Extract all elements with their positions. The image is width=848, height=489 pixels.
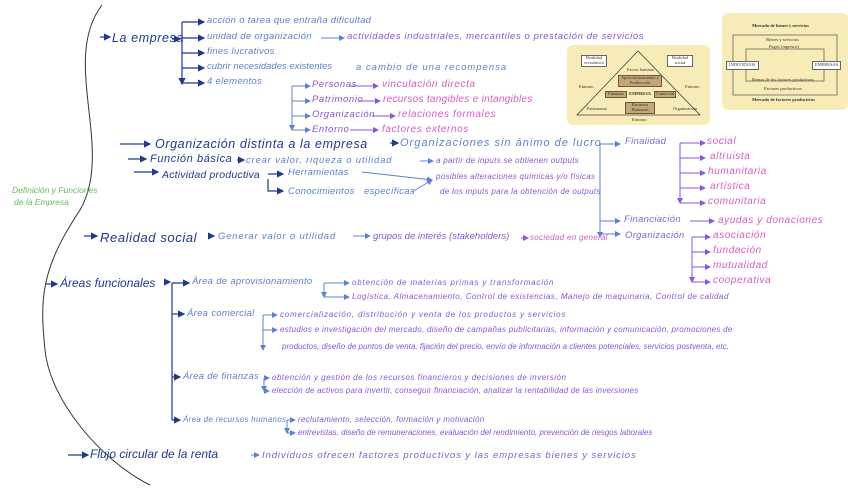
sin-animo-lucro: Organizaciones sin ánimo de lucro — [400, 137, 602, 149]
comercial-box: Comercial — [654, 91, 676, 98]
side-label-line2: de la Empresa — [14, 197, 69, 207]
elemento-personas: Personas — [312, 79, 357, 90]
area-recursos-humanos: Área de recursos humanos — [183, 415, 287, 424]
organizacion-tipo-label: Organización — [625, 230, 685, 241]
finalidad-humanitaria: humanitaria — [708, 166, 767, 177]
node-funcion-basica: Función básica — [150, 153, 233, 165]
finalidad-altruista: altruista — [710, 151, 751, 162]
realidad-economica-box: Realidad económica — [581, 55, 607, 67]
elemento-patrimonio-detail: recursos tangibles e intangibles — [383, 94, 533, 105]
elemento-entorno-detail: factores externos — [382, 124, 469, 135]
organizacion-label: Organización — [673, 106, 698, 111]
inputs-outputs: a partir de inputs se obtienen outputs — [436, 156, 580, 165]
empresa-item-4: cubrir necesidades existentes — [207, 61, 333, 72]
alteraciones-line1: posibles alteraciones químicas y/o físic… — [436, 172, 596, 181]
elemento-patrimonio: Patrimonio — [312, 94, 364, 105]
organizacion-detail: actividades industriales, mercantiles o … — [347, 31, 645, 42]
empresa-pyramid-figure: Realidad económica Realidad social Facto… — [567, 45, 710, 125]
sociedad-general: sociedad en general — [530, 233, 608, 242]
side-label-line1: Definición y Funciones — [12, 185, 98, 195]
rrhh-box: Recursos Humanos — [625, 102, 655, 114]
rrhh-item-1: reclutamiento, selección, formación y mo… — [298, 415, 485, 424]
mercado-factores-label: Mercado de factores productivos — [752, 97, 815, 102]
mercado-bienes-label: Mercado de bienes y servicios — [752, 23, 809, 28]
recompensa-text: a cambio de una recompensa — [356, 62, 508, 73]
node-realidad-social: Realidad social — [100, 230, 198, 245]
area-finanzas: Área de finanzas — [183, 371, 260, 382]
finanzas-box: Finanzas — [605, 91, 627, 98]
empresa-item-3: fines lucrativos — [207, 46, 275, 57]
crear-valor: crear valor, riqueza o utilidad — [246, 155, 393, 166]
factores-label: Factores productivos — [764, 86, 802, 91]
empresa-item-5: 4 elementos — [207, 76, 263, 87]
org-cooperativa: cooperativa — [713, 275, 772, 286]
empresa-item-2: unidad de organización — [207, 31, 312, 42]
elemento-personas-detail: vinculación directa — [382, 79, 476, 90]
elemento-organizacion-detail: relaciones formales — [398, 109, 497, 120]
factor-humano-label: Factor humano — [627, 67, 655, 72]
generar-valor: Generar valor o utilidad — [218, 231, 336, 242]
area-aprovisionamiento: Área de aprovisionamiento — [192, 276, 313, 287]
elemento-organizacion: Organización — [312, 109, 376, 120]
aprov-item-1: obtención de materias primas y transform… — [352, 278, 555, 287]
circular-flow-figure: Mercado de bienes y servicios Bienes y s… — [722, 13, 848, 110]
aprovisionamiento-box: Aprovisionamiento y Producción — [618, 75, 662, 87]
comercial-item-2: estudios e investigación del mercado, di… — [280, 325, 733, 334]
individuos-box: INDIVIDUOS — [726, 61, 759, 70]
empresa-center-label: EMPRESA — [629, 91, 652, 96]
empresas-box: EMPRESAS — [812, 61, 842, 70]
herramientas: Herramientas — [288, 167, 349, 178]
org-asociacion: asociación — [713, 230, 767, 241]
rentas-label: Rentas de los factores productivos — [752, 77, 814, 82]
entorno-left-label: Entorno — [579, 84, 594, 89]
pagos-label: Pagos (ingresos) — [769, 44, 799, 49]
aprov-item-2: Logística, Almacenamiento, Control de ex… — [352, 292, 729, 301]
grupos-interes: grupos de interés (stakeholders) — [373, 231, 510, 242]
especificas: específicas — [364, 186, 415, 197]
area-comercial: Área comercial — [187, 308, 255, 319]
node-areas-funcionales: Áreas funcionales — [60, 276, 156, 290]
finalidad-social: social — [707, 136, 737, 147]
alteraciones-line2: de los inputs para la obtención de outpu… — [440, 187, 601, 196]
entorno-bottom-label: Entorno — [632, 117, 647, 122]
pyramid-triangle — [576, 50, 701, 116]
main-bracket-curve — [42, 4, 151, 486]
comercial-item-3: productos, diseño de puntos de venta, fi… — [282, 342, 729, 351]
flujo-detail: Individuos ofrecen factores productivos … — [262, 450, 637, 461]
org-mutualidad: mutualidad — [713, 260, 768, 271]
entorno-right-label: Entorno — [685, 84, 700, 89]
finanzas-item-2: elección de activos para invertir, conse… — [272, 386, 639, 395]
node-actividad-productiva: Actividad productiva — [162, 169, 260, 181]
financiacion-ayudas: ayudas y donaciones — [718, 215, 824, 226]
finalidad-label: Finalidad — [625, 136, 667, 147]
financiacion-label: Financiación — [624, 214, 681, 225]
empresa-item-1: acción o tarea que entraña dificultad — [207, 15, 372, 26]
node-organizacion-distinta: Organización distinta a la empresa — [155, 137, 368, 151]
rrhh-item-2: entrevistas, diseño de remuneraciones, e… — [298, 428, 653, 437]
conocimientos: Conocimientos — [288, 186, 355, 197]
finalidad-comunitaria: comunitaria — [708, 196, 767, 207]
bienes-servicios-label: Bienes y servicios — [766, 37, 799, 42]
elemento-entorno: Entorno — [312, 124, 350, 135]
node-la-empresa: La empresa — [112, 31, 185, 45]
finanzas-item-1: obtención y gestión de los recursos fina… — [272, 373, 567, 382]
org-fundacion: fundación — [713, 245, 762, 256]
comercial-item-1: comercialización, distribución y venta d… — [280, 310, 567, 319]
patrimonio-label: Patrimonio — [587, 106, 607, 111]
node-flujo-circular: Flujo circular de la renta — [90, 447, 219, 461]
finalidad-artistica: artística — [710, 181, 751, 192]
realidad-social-box: Realidad social — [667, 55, 693, 67]
